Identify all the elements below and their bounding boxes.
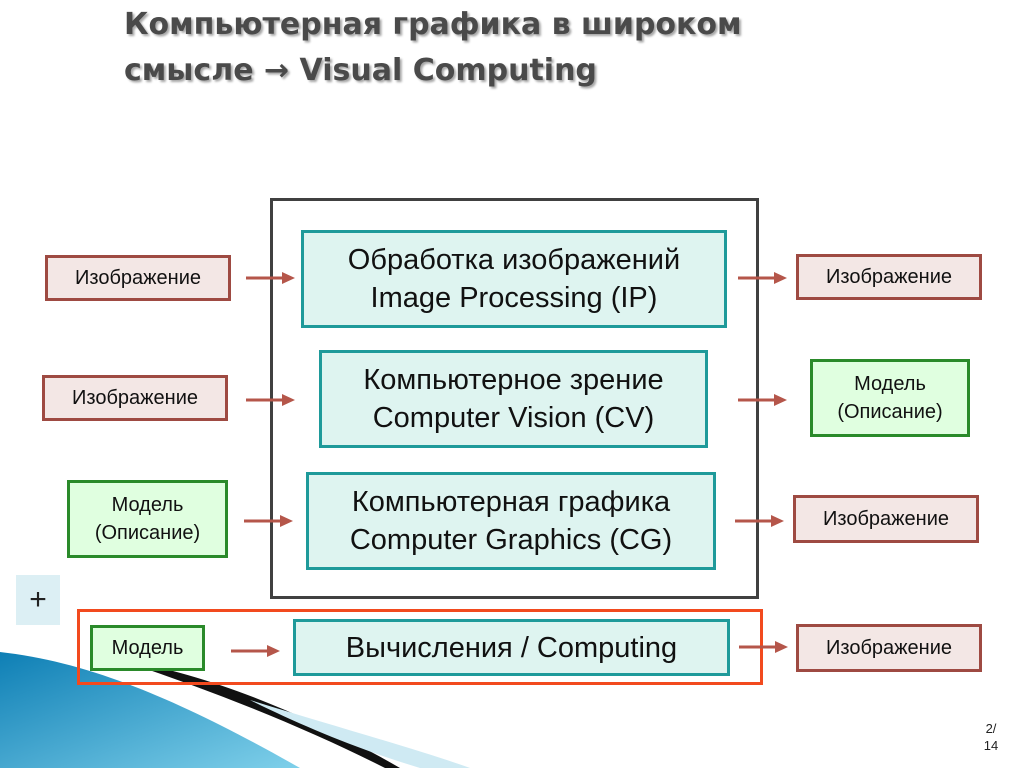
page-number: 2/ 14 — [976, 720, 1006, 754]
arrow-right-icon — [246, 394, 295, 406]
arrow-right-icon — [735, 515, 784, 527]
ip-title-en: Image Processing (IP) — [370, 282, 658, 314]
cv-title-en: Computer Vision (CV) — [372, 402, 655, 434]
plus-sign: + — [29, 583, 47, 616]
cv-output-line-1: Модель — [854, 373, 926, 395]
cv-input-box: Изображение — [42, 375, 228, 421]
cv-output-box: Модель (Описание) — [810, 359, 970, 437]
cg-input-line-1: Модель — [111, 494, 184, 516]
swoosh-black — [120, 660, 400, 768]
computer-vision-box: Компьютерное зрение Computer Vision (CV) — [319, 350, 708, 448]
computing-box: Вычисления / Computing — [293, 619, 730, 676]
computing-output-label: Изображение — [826, 637, 952, 659]
ip-output-box: Изображение — [796, 254, 982, 300]
arrow-right-icon — [738, 272, 787, 284]
cg-output-label: Изображение — [823, 508, 949, 530]
computer-graphics-box: Компьютерная графика Computer Graphics (… — [306, 472, 716, 570]
arrow-right-icon — [738, 394, 787, 406]
page-number-total: 14 — [983, 738, 999, 753]
computing-input-box: Модель — [90, 625, 205, 671]
plus-sign-box: + — [16, 575, 60, 625]
page-number-current: 2/ — [985, 721, 997, 736]
computing-input-label: Модель — [111, 637, 184, 659]
cg-title-ru: Компьютерная графика — [351, 486, 671, 518]
ip-input-box: Изображение — [45, 255, 231, 301]
image-processing-box: Обработка изображений Image Processing (… — [301, 230, 727, 328]
swoosh-light — [250, 700, 470, 768]
arrow-right-icon — [244, 515, 293, 527]
computing-title: Вычисления / Computing — [345, 631, 678, 664]
arrow-right-icon — [246, 272, 295, 284]
ip-output-label: Изображение — [826, 266, 952, 288]
slide-title-line-1: Компьютерная графика в широком — [124, 7, 742, 42]
slide-title-line-2: смысле → Visual Computing — [124, 53, 597, 88]
cv-output-line-2: (Описание) — [837, 401, 943, 423]
cg-title-en: Computer Graphics (CG) — [349, 524, 673, 556]
cv-input-label: Изображение — [72, 387, 198, 409]
cg-output-box: Изображение — [793, 495, 979, 543]
cg-input-line-2: (Описание) — [94, 522, 201, 544]
cg-input-box: Модель (Описание) — [67, 480, 228, 558]
ip-title-ru: Обработка изображений — [347, 244, 681, 276]
computing-output-box: Изображение — [796, 624, 982, 672]
ip-input-label: Изображение — [75, 267, 201, 289]
swoosh-blue — [0, 652, 300, 768]
cv-title-ru: Компьютерное зрение — [363, 364, 664, 396]
arrow-right-icon — [231, 645, 280, 657]
slide-title: Компьютерная графика в широком смысле → … — [124, 2, 984, 94]
arrow-right-icon — [739, 641, 788, 653]
